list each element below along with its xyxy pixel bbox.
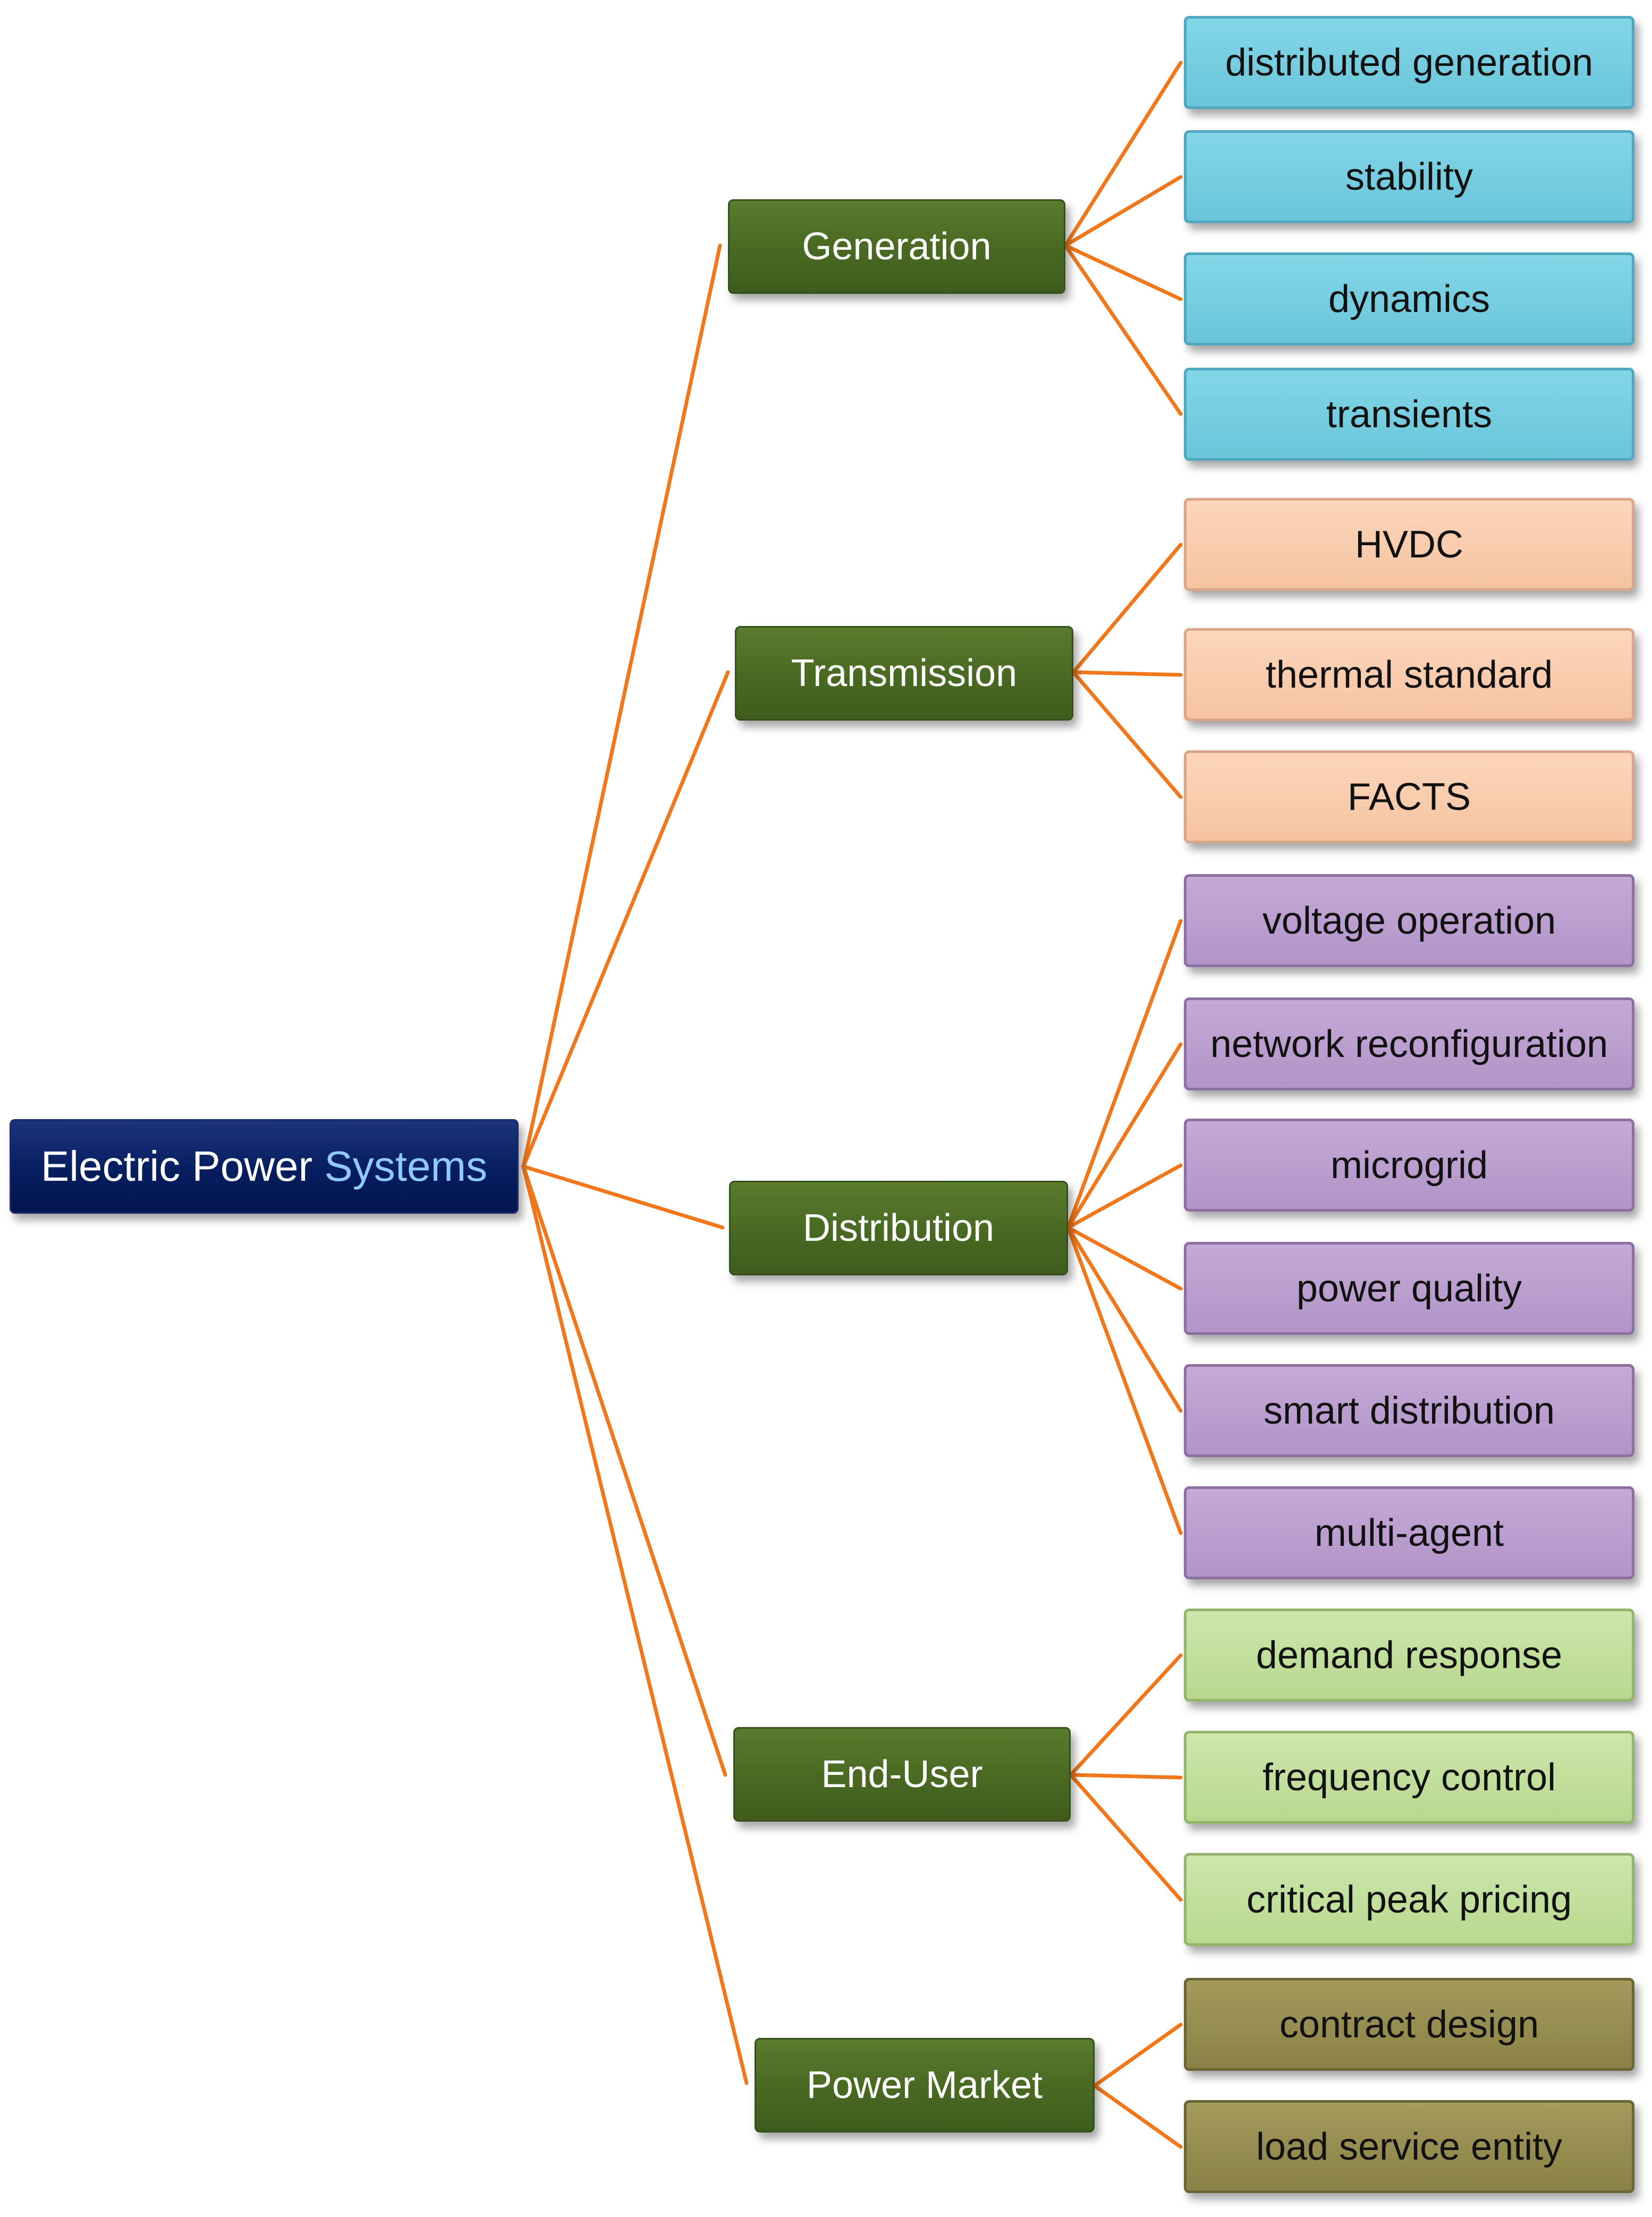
topic-power-quality: power quality [1184, 1242, 1634, 1335]
root-title: Electric Power Systems [41, 1142, 487, 1191]
topic-demand-response: demand response [1184, 1609, 1634, 1702]
connector-root-transmission [521, 670, 730, 1169]
topic-transients: transients [1184, 368, 1634, 461]
topic-smart-distribution: smart distribution [1184, 1364, 1634, 1457]
root-title-accent: Systems [324, 1143, 488, 1190]
connector-end-user-critical-peak-pricing [1069, 1773, 1183, 1902]
connector-root-power-market [521, 1164, 749, 2085]
connector-power-market-contract-design [1092, 2023, 1183, 2088]
connector-power-market-load-service-entity [1092, 2084, 1183, 2149]
connector-transmission-thermal-standard [1071, 670, 1183, 677]
topic-microgrid: microgrid [1184, 1119, 1634, 1212]
connector-distribution-microgrid [1066, 1163, 1183, 1230]
connector-distribution-smart-distribution [1066, 1225, 1183, 1413]
connector-root-generation [521, 243, 722, 1169]
topic-load-service-entity: load service entity [1184, 2100, 1634, 2193]
connector-distribution-power-quality [1066, 1225, 1183, 1291]
connector-transmission-hvdc [1071, 543, 1183, 674]
root-node: Electric Power Systems [10, 1119, 519, 1214]
connector-generation-transients [1063, 243, 1183, 416]
topic-voltage-operation: voltage operation [1184, 874, 1634, 967]
topic-contract-design: contract design [1184, 1978, 1634, 2071]
category-generation: Generation [728, 199, 1065, 294]
topic-hvdc: HVDC [1184, 498, 1634, 591]
topic-multi-agent: multi-agent [1184, 1486, 1634, 1579]
category-end-user: End-User [733, 1727, 1071, 1822]
connector-distribution-voltage-operation [1066, 919, 1183, 1230]
topic-facts: FACTS [1184, 750, 1634, 843]
connector-distribution-multi-agent [1066, 1225, 1183, 1535]
category-distribution: Distribution [729, 1181, 1068, 1275]
root-title-main: Electric Power [40, 1143, 325, 1190]
connector-generation-distributed-generation [1063, 61, 1183, 248]
connector-root-end-user [521, 1164, 727, 1777]
category-power-market: Power Market [755, 2038, 1095, 2133]
topic-stability: stability [1184, 130, 1634, 223]
topic-critical-peak-pricing: critical peak pricing [1184, 1853, 1634, 1946]
connector-generation-stability [1063, 175, 1183, 248]
connector-root-distribution [521, 1164, 725, 1230]
connector-generation-dynamics [1063, 243, 1183, 301]
connector-transmission-facts [1071, 670, 1183, 799]
connector-end-user-frequency-control [1069, 1773, 1183, 1780]
topic-network-reconfiguration: network reconfiguration [1184, 997, 1634, 1090]
connector-end-user-demand-response [1069, 1653, 1183, 1777]
topic-dynamics: dynamics [1184, 252, 1634, 345]
topic-frequency-control: frequency control [1184, 1731, 1634, 1824]
topic-thermal-standard: thermal standard [1184, 628, 1634, 721]
category-transmission: Transmission [735, 626, 1073, 721]
connector-distribution-network-reconfiguration [1066, 1042, 1183, 1230]
topic-distributed-generation: distributed generation [1184, 16, 1634, 109]
